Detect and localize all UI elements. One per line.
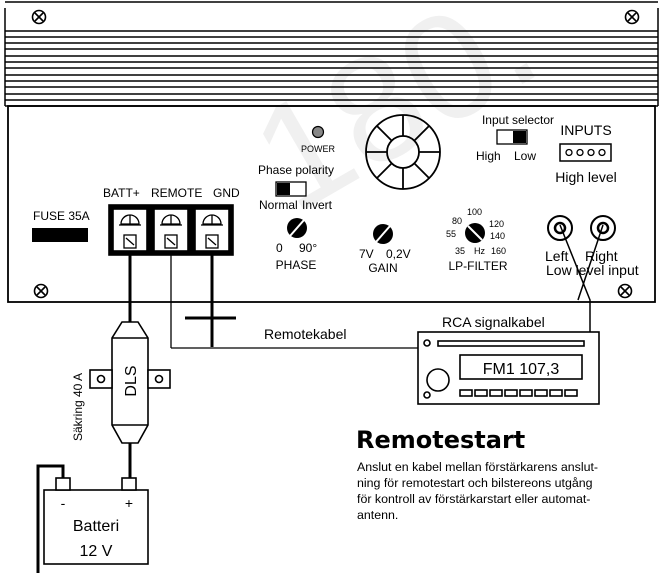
battery-plus: +: [125, 495, 133, 511]
battery-voltage: 12 V: [80, 543, 113, 560]
rca-cable-label: RCA signalkabel: [442, 314, 545, 330]
ground-wire: [185, 252, 236, 347]
phase-knob[interactable]: [287, 218, 307, 238]
rca-right-label: Right: [585, 248, 618, 264]
fan-icon: [365, 114, 441, 190]
description-line: ning för remotestart och bilstereons utg…: [357, 476, 593, 490]
screw-icon: [31, 9, 47, 25]
phase-min-label: 0: [276, 241, 283, 255]
ground-cable: [36, 464, 65, 573]
gain-min-label: 7V: [359, 247, 374, 261]
terminal-label-batt: BATT+: [103, 186, 140, 200]
input-selector-title: Input selector: [482, 113, 554, 127]
terminal-label-gnd: GND: [213, 186, 240, 200]
input-low-label: Low: [514, 149, 536, 163]
screw-icon: [624, 9, 640, 25]
lp-tick: 120: [489, 219, 504, 229]
lp-tick: 140: [490, 231, 505, 241]
lp-filter-label: LP-FILTER: [448, 259, 507, 273]
description-line: antenn.: [357, 508, 399, 522]
fuse-icon: [32, 228, 88, 242]
rca-jack-left[interactable]: [547, 215, 573, 241]
phase-label: PHASE: [276, 258, 317, 272]
terminal-screw-icon: [119, 214, 223, 249]
rca-jack-right[interactable]: [590, 215, 616, 241]
fuse-rating-label: Säkring 40 A: [71, 373, 85, 441]
heatsink: [4, 1, 659, 107]
power-label: POWER: [301, 144, 336, 154]
remote-cable: [170, 252, 418, 349]
rca-left-label: Left: [545, 248, 568, 264]
input-high-label: High: [476, 149, 501, 163]
lp-tick: 160: [491, 246, 506, 256]
battery-icon: [43, 477, 149, 565]
fuse-label: FUSE 35A: [33, 209, 90, 223]
remote-cable-label: Remotekabel: [264, 326, 347, 342]
lp-tick: 55: [446, 229, 456, 239]
section-title: Remotestart: [356, 426, 525, 454]
high-level-connector[interactable]: [559, 143, 612, 162]
lp-tick: 100: [467, 207, 482, 217]
description-line: för kontroll av förstärkarstart eller au…: [357, 492, 591, 506]
fuse-holder-icon: [89, 321, 171, 444]
battery-minus: -: [61, 495, 66, 511]
gain-max-label: 0,2V: [386, 247, 411, 261]
lp-tick: Hz: [474, 246, 485, 256]
gain-knob[interactable]: [373, 224, 393, 244]
power-led-icon: [311, 125, 325, 139]
screw-icon: [617, 283, 633, 299]
terminal-label-remote: REMOTE: [151, 186, 202, 200]
screw-icon: [33, 283, 49, 299]
connector-pin-icon: [565, 148, 606, 157]
phase-max-label: 90°: [299, 241, 317, 255]
phase-invert-label: Invert: [302, 198, 333, 212]
high-level-label: High level: [555, 169, 616, 185]
description-line: Anslut en kabel mellan förstärkarens ans…: [357, 460, 599, 474]
battery-name: Batteri: [73, 518, 119, 535]
lp-tick: 35: [455, 246, 465, 256]
amplifier-panel: [7, 105, 656, 303]
phase-normal-label: Normal: [259, 198, 298, 212]
switch-knob: [277, 183, 290, 195]
rca-cable: [559, 224, 604, 332]
head-unit-display: FM1 107,3: [483, 361, 560, 378]
lp-filter-scale: 100 80 120 55 140 35 Hz 160: [446, 207, 506, 256]
lp-tick: 80: [452, 216, 462, 226]
phase-polarity-title: Phase polarity: [258, 163, 334, 177]
section-description: Anslut en kabel mellan förstärkarens ans…: [357, 459, 657, 523]
lp-filter-knob[interactable]: [465, 223, 485, 243]
rca-sub-label: Low level input: [546, 262, 639, 278]
inputs-title: INPUTS: [560, 122, 611, 138]
head-unit: [417, 331, 600, 405]
switch-knob: [513, 131, 526, 143]
fuse-holder-label: DLS: [123, 365, 140, 396]
gain-label: GAIN: [368, 261, 397, 275]
